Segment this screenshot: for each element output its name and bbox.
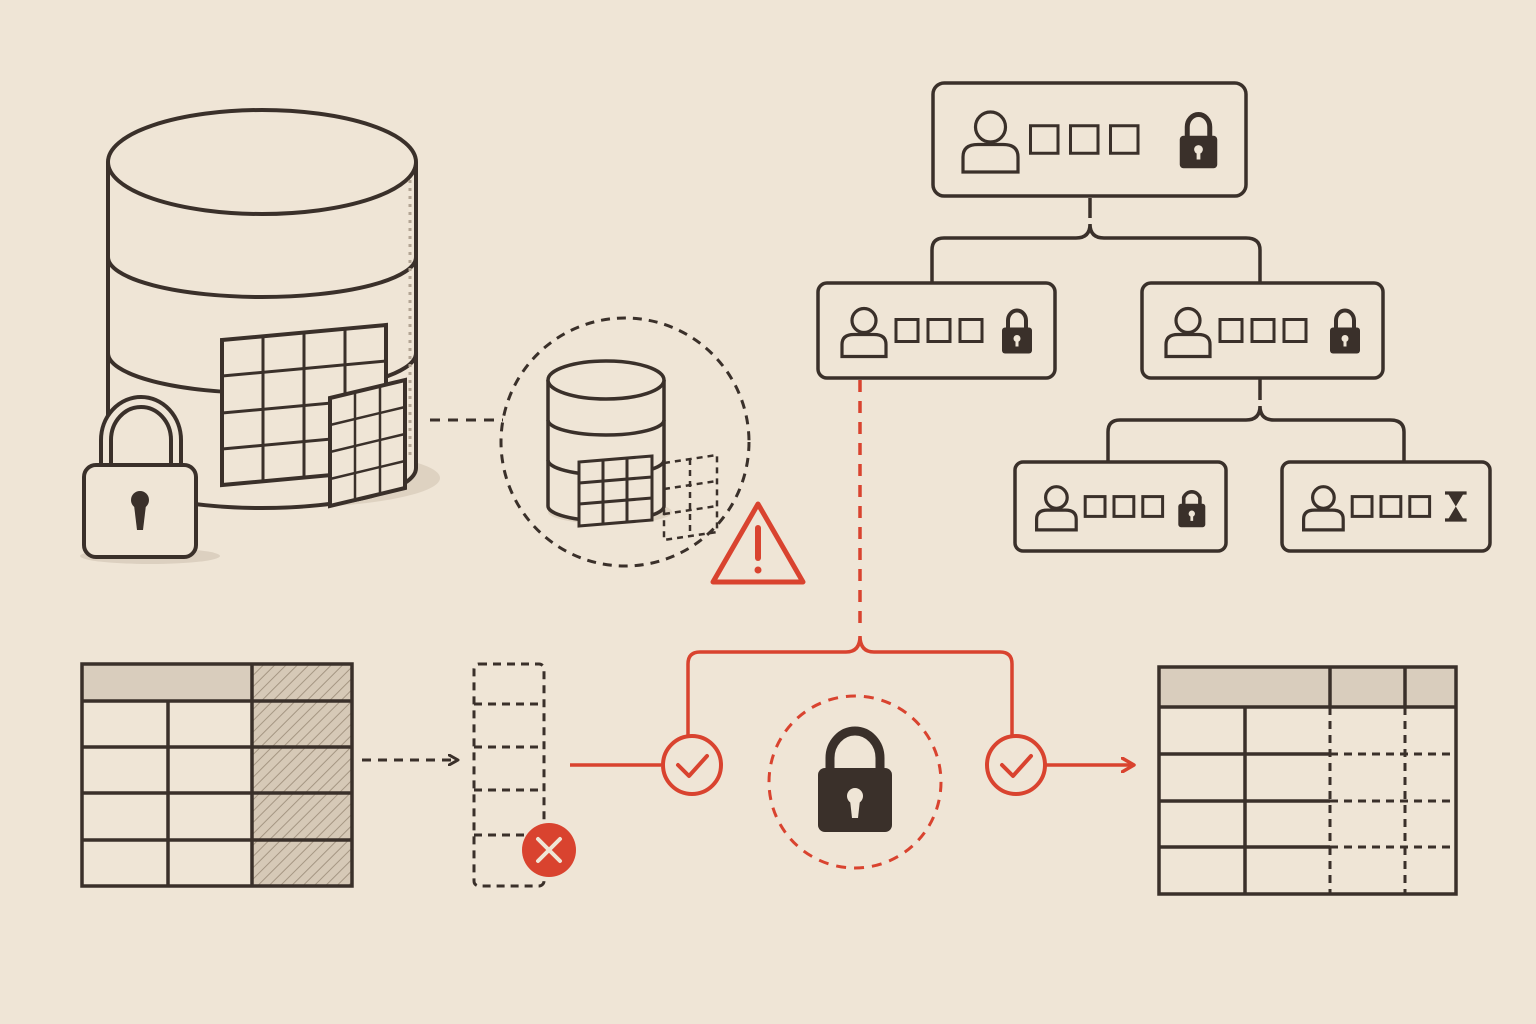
check-circle-icon	[985, 734, 1047, 796]
output-table	[1157, 665, 1458, 896]
field-box	[1109, 124, 1140, 155]
user-icon	[1164, 306, 1212, 359]
hierarchy-node-grandchild	[1013, 460, 1228, 553]
user-icon	[840, 306, 888, 359]
user-icon	[1035, 485, 1078, 532]
padlock-icon	[1178, 490, 1206, 528]
field-box	[1379, 495, 1403, 518]
hourglass-icon	[1445, 491, 1467, 522]
user-icon	[1302, 485, 1345, 532]
hierarchy-connectors	[930, 198, 1406, 462]
check-circle-icon	[661, 734, 723, 796]
field-box	[926, 318, 952, 343]
warning-triangle-icon	[710, 501, 806, 585]
database-copy-icon	[499, 316, 751, 568]
padlock-icon	[1330, 308, 1360, 354]
hierarchy-node-child	[816, 281, 1057, 380]
field-box	[1069, 124, 1100, 155]
padlock-icon	[1179, 112, 1218, 169]
hierarchy-node-root	[931, 81, 1248, 198]
hierarchy-node-child	[1140, 281, 1385, 380]
padlock-icon	[767, 694, 943, 870]
field-box	[958, 318, 984, 343]
field-box	[1408, 495, 1432, 518]
padlock-icon	[1002, 308, 1032, 354]
field-box	[1250, 318, 1276, 343]
user-icon	[961, 110, 1020, 174]
hierarchy-node-grandchild	[1280, 460, 1492, 553]
padlock-icon	[80, 395, 220, 564]
x-circle-icon	[522, 823, 576, 877]
field-box	[894, 318, 920, 343]
field-box	[1029, 124, 1060, 155]
field-box	[1083, 495, 1107, 518]
field-box	[1112, 495, 1136, 518]
data-grid-icon	[220, 322, 407, 509]
approval-flow	[570, 380, 1134, 765]
field-box	[1141, 495, 1165, 518]
field-box	[1218, 318, 1244, 343]
field-box	[1282, 318, 1308, 343]
field-box	[1350, 495, 1374, 518]
source-table	[80, 662, 354, 888]
